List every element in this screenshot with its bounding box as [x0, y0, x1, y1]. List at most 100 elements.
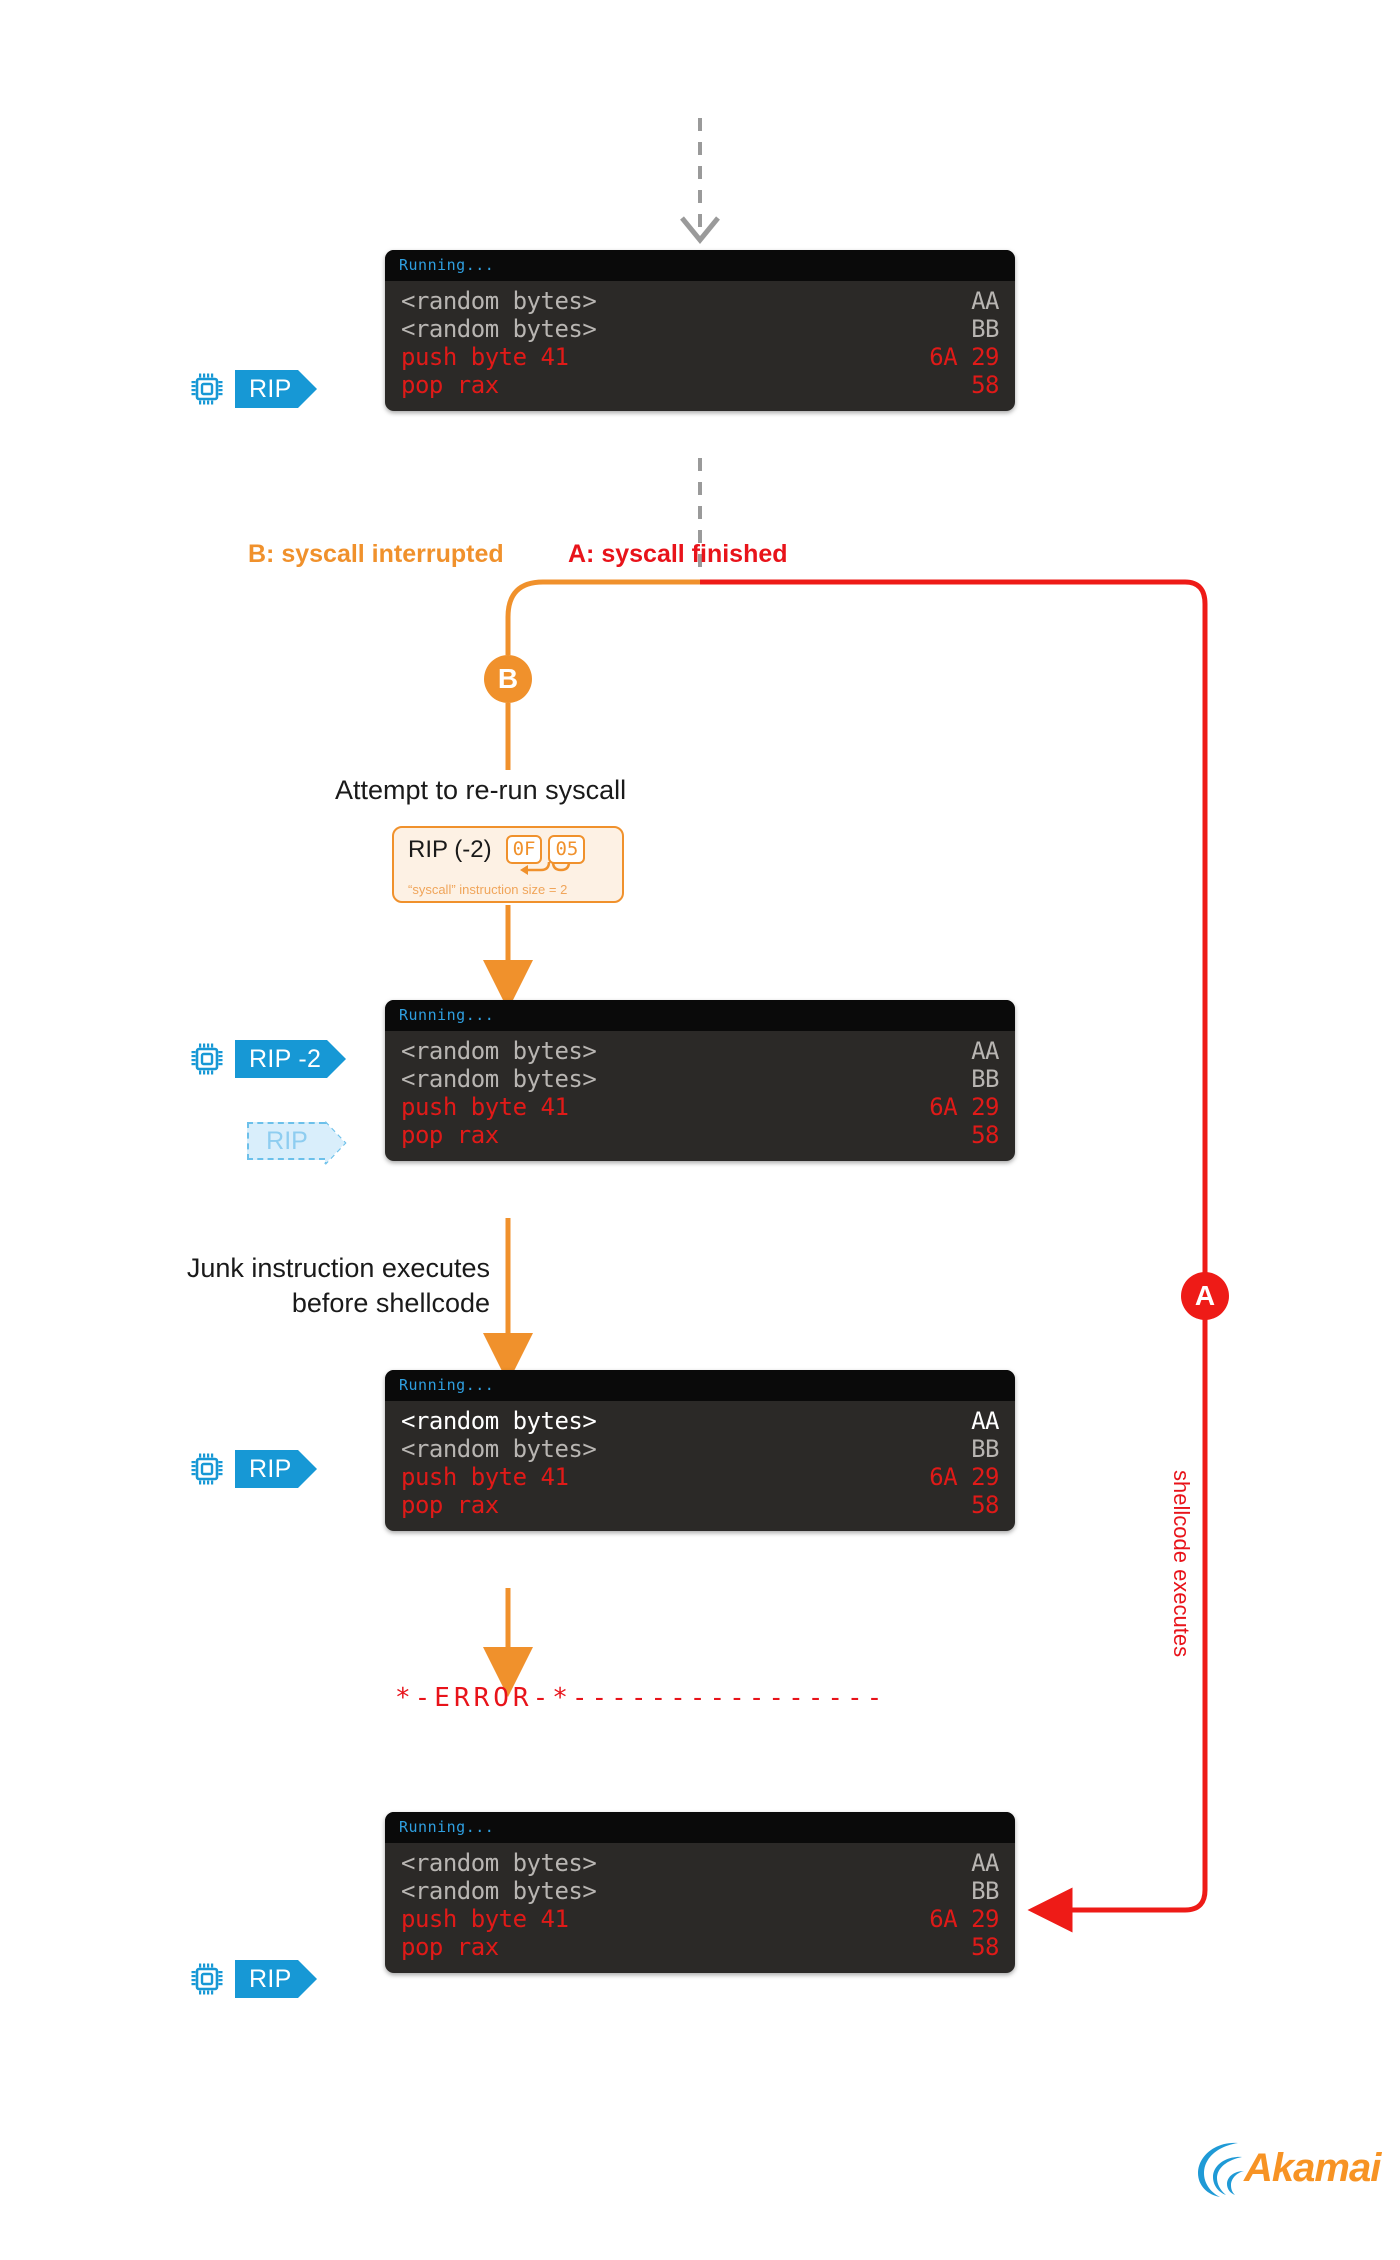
rip-pointer-3: RIP: [190, 1450, 317, 1488]
terminal-body: <random bytes> AA <random bytes> BB push…: [385, 281, 1015, 411]
terminal-title: Running...: [385, 1812, 1015, 1843]
hex-byte-05: 05: [548, 835, 586, 864]
row-hex: 6A 29: [929, 343, 999, 372]
row-hex: BB: [971, 1877, 999, 1906]
rip-pointer-1: RIP: [190, 370, 317, 408]
row-label: pop rax: [401, 371, 499, 400]
row-label: pop rax: [401, 1933, 499, 1962]
akamai-logo: Akamai: [1190, 2135, 1381, 2201]
terminal-row: <random bytes> BB: [401, 1065, 999, 1093]
chevron-right-icon: [324, 1121, 347, 1165]
row-hex: BB: [971, 1065, 999, 1094]
error-line: *-ERROR-*----------------: [395, 1683, 887, 1713]
row-hex: 6A 29: [929, 1463, 999, 1492]
terminal-title: Running...: [385, 1370, 1015, 1401]
terminal-row: push byte 41 6A 29: [401, 1463, 999, 1491]
row-label: push byte 41: [401, 1093, 569, 1122]
rip-badge: RIP: [235, 370, 317, 408]
terminal-row: push byte 41 6A 29: [401, 1905, 999, 1933]
terminal-row: <random bytes> BB: [401, 315, 999, 343]
cpu-chip-icon: [191, 1453, 223, 1485]
rip-badge-label: RIP: [249, 1964, 292, 1993]
cpu-chip-icon: [191, 1043, 223, 1075]
row-label: push byte 41: [401, 343, 569, 372]
rip-pointer-2: RIP -2: [190, 1040, 347, 1078]
marker-a-letter: A: [1194, 1280, 1216, 1311]
terminal-3: Running... <random bytes> AA <random byt…: [385, 1370, 1015, 1532]
marker-b-letter: B: [497, 663, 519, 694]
terminal-row: <random bytes> BB: [401, 1435, 999, 1463]
rip-badge-label: RIP: [249, 1454, 292, 1483]
terminal-1: Running... <random bytes> AA <random byt…: [385, 250, 1015, 412]
terminal-row: <random bytes> AA: [401, 287, 999, 315]
rip-badge-label: RIP -2: [249, 1044, 322, 1073]
brace-arrow-icon: [520, 861, 571, 875]
terminal-4: Running... <random bytes> AA <random byt…: [385, 1812, 1015, 1974]
row-label: <random bytes>: [401, 1849, 597, 1877]
rip-minus-2-callout: RIP (-2) 0F 05 “syscall” instruction siz…: [392, 826, 624, 903]
terminal-row: pop rax 58: [401, 1491, 999, 1519]
branch-b-label: B: syscall interrupted: [248, 540, 504, 568]
rip-ghost-label: RIP: [266, 1126, 308, 1155]
row-hex: 58: [971, 1491, 999, 1520]
branch-a-label: A: syscall finished: [568, 540, 788, 568]
terminal-body: <random bytes> AA <random bytes> BB push…: [385, 1031, 1015, 1161]
rip-badge-label: RIP: [249, 374, 292, 403]
terminal-row: pop rax 58: [401, 1933, 999, 1961]
marker-b: B: [484, 655, 532, 703]
terminal-2: Running... <random bytes> AA <random byt…: [385, 1000, 1015, 1162]
dashed-entry-arrow: [680, 118, 720, 244]
attempt-label: Attempt to re-run syscall: [335, 775, 627, 805]
shellcode-executes-label: shellcode executes: [1169, 1470, 1194, 1658]
rip-pointer-4: RIP: [190, 1960, 317, 1998]
row-label: <random bytes>: [401, 315, 597, 344]
row-label: push byte 41: [401, 1463, 569, 1492]
terminal-row: push byte 41 6A 29: [401, 1093, 999, 1121]
row-hex: BB: [971, 1435, 999, 1464]
terminal-body: <random bytes> AA <random bytes> BB push…: [385, 1401, 1015, 1531]
marker-a: A: [1181, 1272, 1229, 1320]
terminal-title: Running...: [385, 250, 1015, 281]
terminal-row: pop rax 58: [401, 371, 999, 399]
row-hex: 58: [971, 371, 999, 400]
row-label: push byte 41: [401, 1905, 569, 1934]
terminal-title: Running...: [385, 1000, 1015, 1031]
row-hex: BB: [971, 315, 999, 344]
row-hex: 6A 29: [929, 1093, 999, 1122]
row-hex: AA: [971, 1849, 999, 1877]
row-hex: AA: [971, 1407, 999, 1435]
row-label: <random bytes>: [401, 1435, 597, 1464]
row-hex: 58: [971, 1121, 999, 1150]
row-hex: 58: [971, 1933, 999, 1962]
callout-note: “syscall” instruction size = 2: [408, 882, 568, 897]
junk-line-1: Junk instruction executes: [186, 1253, 490, 1283]
terminal-row: push byte 41 6A 29: [401, 343, 999, 371]
rip-minus-2-badge: RIP -2: [235, 1040, 347, 1078]
row-hex: AA: [971, 1037, 999, 1065]
terminal-row: <random bytes> AA: [401, 1407, 999, 1435]
akamai-wordmark: Akamai: [1244, 2145, 1381, 2190]
terminal-row: <random bytes> AA: [401, 1037, 999, 1065]
callout-title: RIP (-2): [408, 835, 492, 863]
terminal-body: <random bytes> AA <random bytes> BB push…: [385, 1843, 1015, 1973]
row-label: <random bytes>: [401, 287, 597, 315]
terminal-row: <random bytes> BB: [401, 1877, 999, 1905]
row-hex: AA: [971, 287, 999, 315]
row-label: <random bytes>: [401, 1065, 597, 1094]
hex-byte-0f: 0F: [505, 835, 543, 864]
junk-line-2: before shellcode: [291, 1288, 490, 1318]
row-label: <random bytes>: [401, 1877, 597, 1906]
terminal-row: pop rax 58: [401, 1121, 999, 1149]
row-label: <random bytes>: [401, 1407, 597, 1435]
rip-badge: RIP: [235, 1450, 317, 1488]
akamai-wave-icon: [1198, 2142, 1244, 2197]
rip-ghost-badge: RIP: [247, 1121, 347, 1165]
row-label: pop rax: [401, 1121, 499, 1150]
terminal-row: <random bytes> AA: [401, 1849, 999, 1877]
row-label: <random bytes>: [401, 1037, 597, 1065]
row-hex: 6A 29: [929, 1905, 999, 1934]
cpu-chip-icon: [191, 373, 223, 405]
rip-badge: RIP: [235, 1960, 317, 1998]
cpu-chip-icon: [191, 1963, 223, 1995]
row-label: pop rax: [401, 1491, 499, 1520]
